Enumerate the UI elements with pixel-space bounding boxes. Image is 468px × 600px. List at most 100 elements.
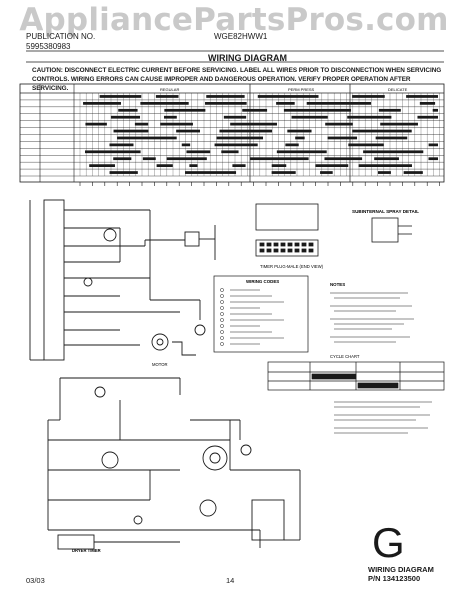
chart-bar: [358, 164, 412, 168]
plug-pin: [294, 242, 300, 247]
legend-symbol: [220, 300, 224, 304]
chart-bar: [285, 143, 299, 147]
chart-bar: [232, 164, 246, 168]
drive-motor-symbol: [202, 445, 228, 471]
chart-bar: [257, 95, 319, 98]
chart-bar: [89, 164, 115, 168]
cycle-chart-label: CYCLE CHART: [330, 354, 360, 359]
chart-bar: [406, 95, 438, 98]
chart-bar: [377, 171, 391, 174]
motor-label: MOTOR: [152, 362, 168, 367]
chart-bar: [432, 108, 438, 112]
chart-bar: [276, 150, 327, 154]
chart-bar: [156, 164, 173, 168]
notes-text-lines: [330, 292, 414, 343]
chart-bar: [216, 136, 264, 140]
wiring-codes-title: WIRING CODES: [246, 279, 279, 284]
chart-bar: [221, 150, 239, 154]
pump-motor-symbol: [103, 228, 117, 242]
plug-pin: [294, 248, 300, 253]
chart-section-regular: REGULAR: [160, 87, 179, 92]
chart-bar: [117, 136, 177, 140]
footer-date: 03/03: [26, 576, 45, 585]
terminal-block: [43, 199, 65, 361]
page-number: 14: [226, 576, 235, 585]
chart-bar: [374, 157, 399, 161]
chart-bar: [378, 108, 401, 112]
chart-bar: [352, 95, 385, 98]
timer-plug-label: TIMER PLUG-MALE (END VIEW): [260, 264, 324, 269]
plug-pin: [287, 248, 293, 253]
legend-symbol: [220, 318, 224, 322]
chart-bar: [419, 101, 436, 105]
chart-bar: [283, 108, 352, 112]
plug-pin: [259, 248, 265, 253]
publication-number: 5995380983: [26, 42, 71, 51]
legend-symbol: [220, 312, 224, 316]
chart-bar: [134, 122, 149, 126]
chart-bar: [206, 95, 245, 98]
watermark: AppliancePartsPros.com: [19, 2, 449, 38]
chart-bar: [85, 150, 141, 154]
publication-label: PUBLICATION NO.: [26, 32, 96, 41]
plug-pin: [273, 248, 279, 253]
chart-bar: [348, 143, 384, 147]
chart-bar: [223, 115, 247, 119]
plug-pin: [259, 242, 265, 247]
legend-symbol: [220, 336, 224, 340]
chart-bar: [99, 95, 142, 98]
chart-section-perm-press: PERM PRESS: [288, 87, 315, 92]
cycle-chart: [267, 361, 445, 391]
chart-bar: [214, 143, 258, 147]
chart-bar: [375, 136, 408, 140]
chart-bar: [417, 115, 438, 119]
chart-bar: [185, 171, 237, 174]
notes-title: NOTES: [330, 282, 345, 287]
chart-bar: [295, 136, 305, 140]
diagram-title-footer: WIRING DIAGRAM: [368, 565, 434, 574]
chart-bar: [347, 115, 392, 119]
chart-bar: [109, 143, 134, 147]
washer-motor-symbol: [151, 333, 169, 351]
diagram-letter: G: [372, 519, 405, 566]
legend-symbol: [220, 342, 224, 346]
chart-bar: [363, 150, 424, 154]
plug-pin: [287, 242, 293, 247]
chart-bar: [306, 101, 372, 105]
chart-bar: [428, 157, 438, 161]
chart-bar: [176, 129, 200, 133]
chart-bar: [271, 164, 287, 168]
plug-pin: [301, 248, 307, 253]
chart-bar: [164, 108, 206, 112]
chart-bar: [181, 143, 191, 147]
plug-pin: [301, 242, 307, 247]
chart-bar: [230, 122, 277, 126]
chart-bar: [320, 171, 333, 174]
timer-plug-top: [255, 203, 319, 231]
chart-bar: [291, 115, 328, 119]
chart-bar: [315, 164, 349, 168]
legend-symbol: [220, 306, 224, 310]
model-number: WGE82HWW1: [214, 32, 268, 41]
spray-detail: [371, 217, 412, 243]
chart-bar: [189, 164, 198, 168]
chart-bar: [85, 122, 107, 126]
diagram-part-number: P/N 134123500: [368, 574, 421, 583]
chart-bar: [324, 157, 363, 161]
plug-pin: [266, 248, 272, 253]
chart-bar: [113, 157, 132, 161]
legend-symbol: [220, 324, 224, 328]
plug-pin: [266, 242, 272, 247]
page-title: WIRING DIAGRAM: [208, 53, 287, 63]
chart-bar: [380, 122, 418, 126]
legend-symbol: [220, 288, 224, 292]
timer-sequence-chart: [19, 83, 445, 186]
chart-bar: [160, 122, 193, 126]
plug-pin: [280, 248, 286, 253]
chart-bar: [428, 143, 438, 147]
chart-bar: [83, 101, 121, 105]
plug-pin: [308, 248, 314, 253]
chart-bar: [403, 171, 423, 174]
chart-bar: [242, 108, 268, 112]
legend-symbol: [220, 330, 224, 334]
